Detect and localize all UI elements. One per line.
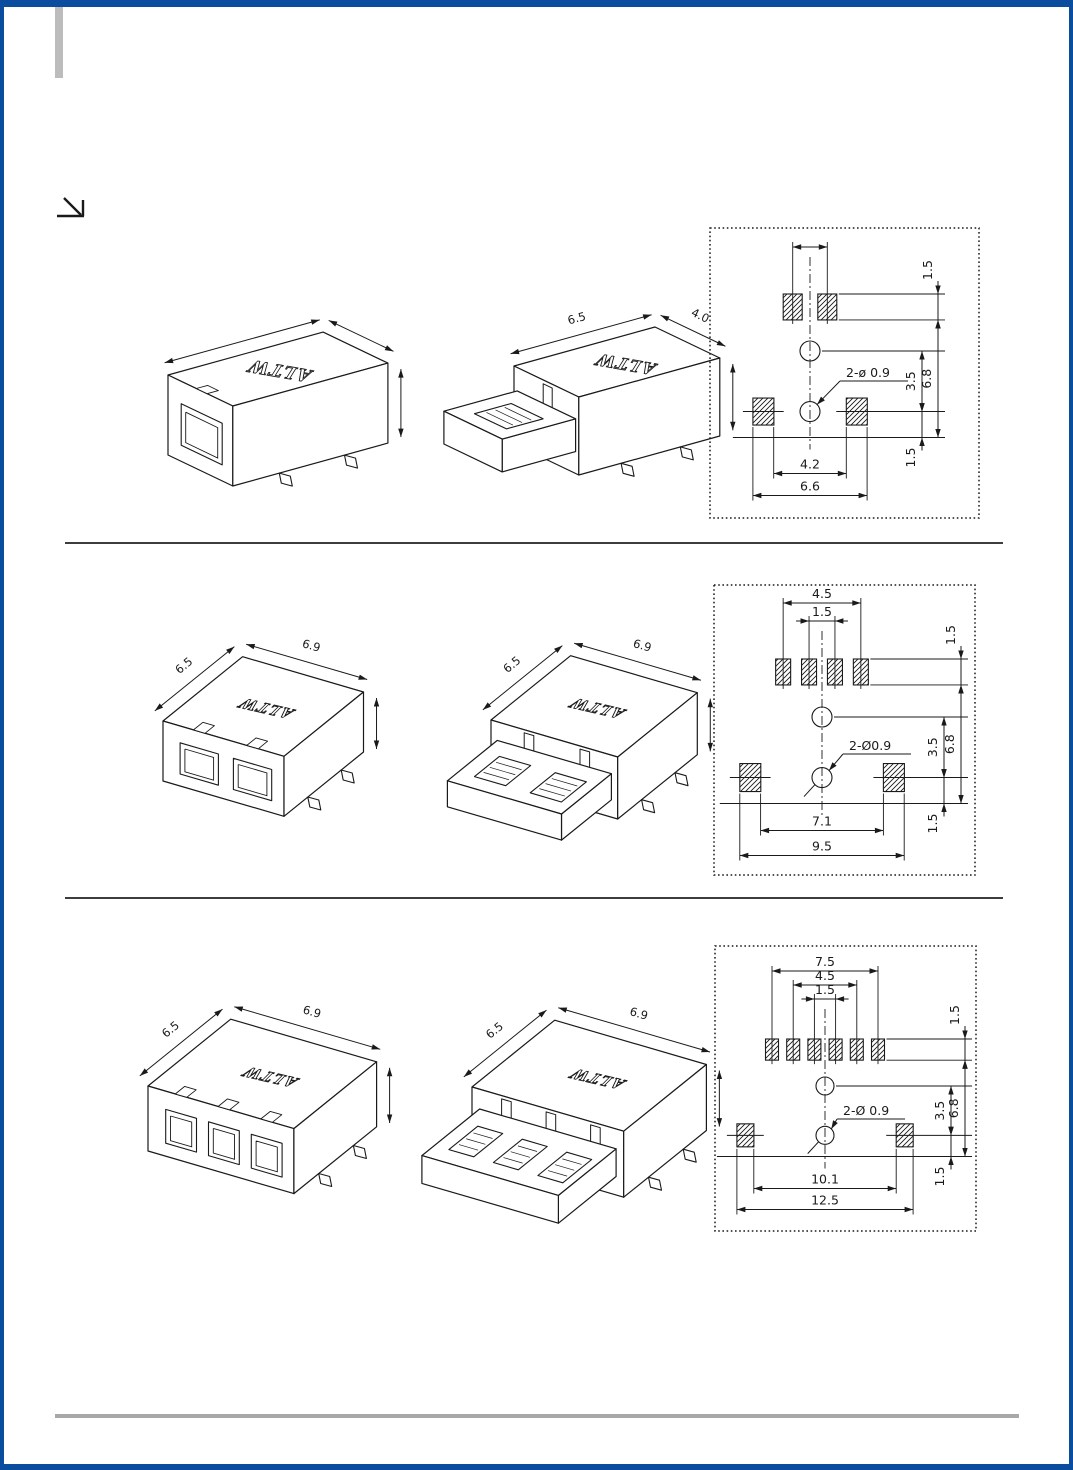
- svg-text:6.9: 6.9: [628, 1004, 649, 1023]
- svg-text:1.5: 1.5: [903, 448, 918, 468]
- svg-text:1.5: 1.5: [920, 260, 935, 280]
- footer-rule: [55, 1414, 1019, 1418]
- corner-fold-arrow-icon: [57, 197, 85, 218]
- svg-text:1.5: 1.5: [815, 982, 835, 997]
- svg-text:2-Ø0.9: 2-Ø0.9: [849, 738, 891, 753]
- svg-text:6.8: 6.8: [946, 1098, 961, 1118]
- svg-text:1.5: 1.5: [932, 1167, 947, 1187]
- svg-text:1.5: 1.5: [943, 625, 958, 645]
- iso-view-1pos-open: ALTW: [164, 319, 404, 487]
- svg-text:7.5: 7.5: [815, 954, 835, 969]
- svg-text:6.5: 6.5: [500, 653, 523, 675]
- pcb-layout-3pos: 7.54.51.510.112.51.56.83.51.52-Ø 0.9: [714, 945, 977, 1232]
- svg-text:6.5: 6.5: [566, 309, 587, 327]
- svg-text:3.5: 3.5: [903, 371, 918, 391]
- svg-text:4.2: 4.2: [800, 457, 820, 472]
- svg-text:4.5: 4.5: [815, 968, 835, 983]
- svg-text:6.5: 6.5: [172, 654, 195, 676]
- svg-text:6.8: 6.8: [919, 369, 934, 389]
- svg-text:6.9: 6.9: [301, 636, 322, 655]
- svg-text:1.5: 1.5: [812, 604, 832, 619]
- svg-text:7.1: 7.1: [812, 814, 832, 829]
- svg-text:2-ø 0.9: 2-ø 0.9: [846, 365, 890, 380]
- svg-text:12.5: 12.5: [811, 1193, 839, 1208]
- svg-text:4.5: 4.5: [812, 586, 832, 601]
- svg-text:2-Ø 0.9: 2-Ø 0.9: [843, 1103, 889, 1118]
- svg-text:6.8: 6.8: [942, 734, 957, 754]
- svg-text:3.5: 3.5: [925, 737, 940, 757]
- pcb-layout-2pos: 4.5 1.5 7.1 9.5 1.5 6.83.5 1.5 2-Ø0.9: [713, 584, 976, 876]
- row-divider-1: [65, 542, 1003, 544]
- svg-text:6.6: 6.6: [800, 479, 820, 494]
- svg-text:6.9: 6.9: [301, 1002, 322, 1021]
- svg-text:1.5: 1.5: [947, 1005, 962, 1025]
- pcb-layout-1pos: 4.2 6.6 1.5 6.83.5 1.5 2-ø 0.9: [709, 227, 980, 519]
- row-divider-2: [65, 897, 1003, 899]
- svg-text:10.1: 10.1: [811, 1172, 839, 1187]
- svg-text:1.5: 1.5: [925, 814, 940, 834]
- svg-text:3.5: 3.5: [932, 1101, 947, 1121]
- binder-tab: [55, 7, 63, 78]
- svg-text:9.5: 9.5: [812, 839, 832, 854]
- svg-text:6.5: 6.5: [159, 1018, 182, 1040]
- svg-text:6.5: 6.5: [483, 1019, 506, 1041]
- svg-text:6.9: 6.9: [632, 636, 653, 655]
